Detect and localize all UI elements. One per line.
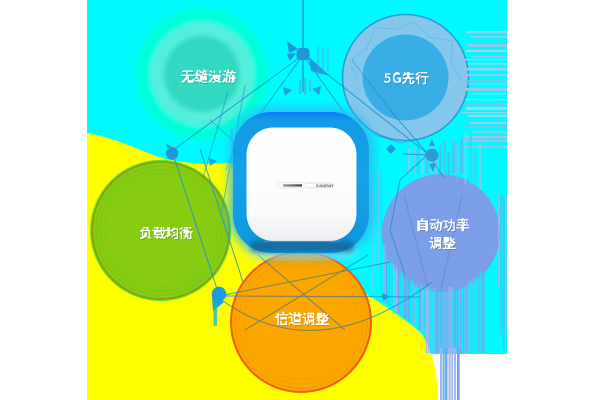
svg-text:SUNDRAY: SUNDRAY <box>316 184 334 188</box>
